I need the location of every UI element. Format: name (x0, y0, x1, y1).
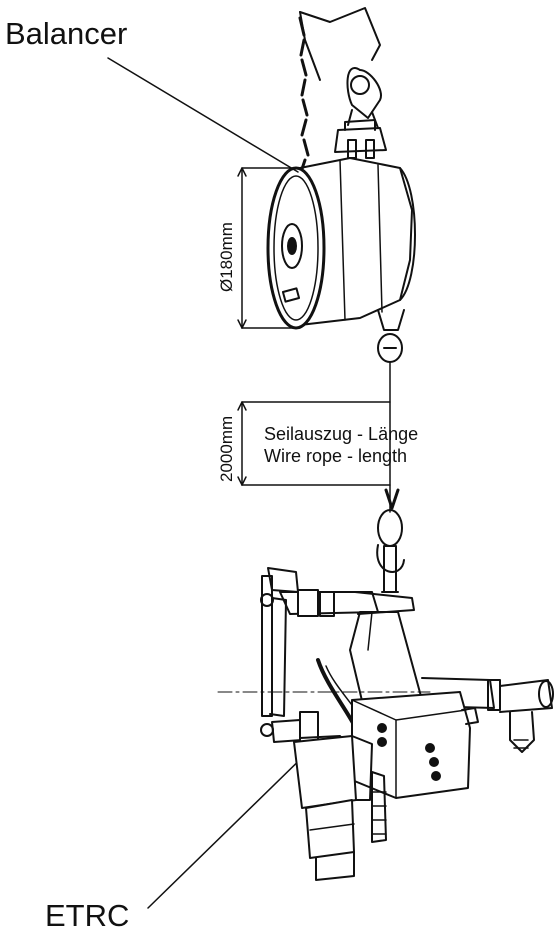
rope-length-label-en: Wire rope - length (264, 446, 408, 466)
etrc-tool (217, 567, 554, 881)
etrc-leader (147, 743, 317, 909)
rope-length-label-de: Seilauszug - Länge (264, 424, 419, 444)
rope-length-dimension-label: 2000mm (217, 415, 236, 482)
safety-chain (298, 16, 310, 174)
load-hook (376, 488, 405, 593)
etrc-label: ETRC (45, 898, 130, 933)
diameter-label: Ø180mm (217, 222, 236, 292)
suspension-hook (299, 7, 382, 129)
balancer-leader (107, 57, 299, 173)
balancer-unit (266, 119, 416, 363)
balancer-label: Balancer (5, 16, 128, 51)
rope-length-dimension (237, 401, 391, 486)
